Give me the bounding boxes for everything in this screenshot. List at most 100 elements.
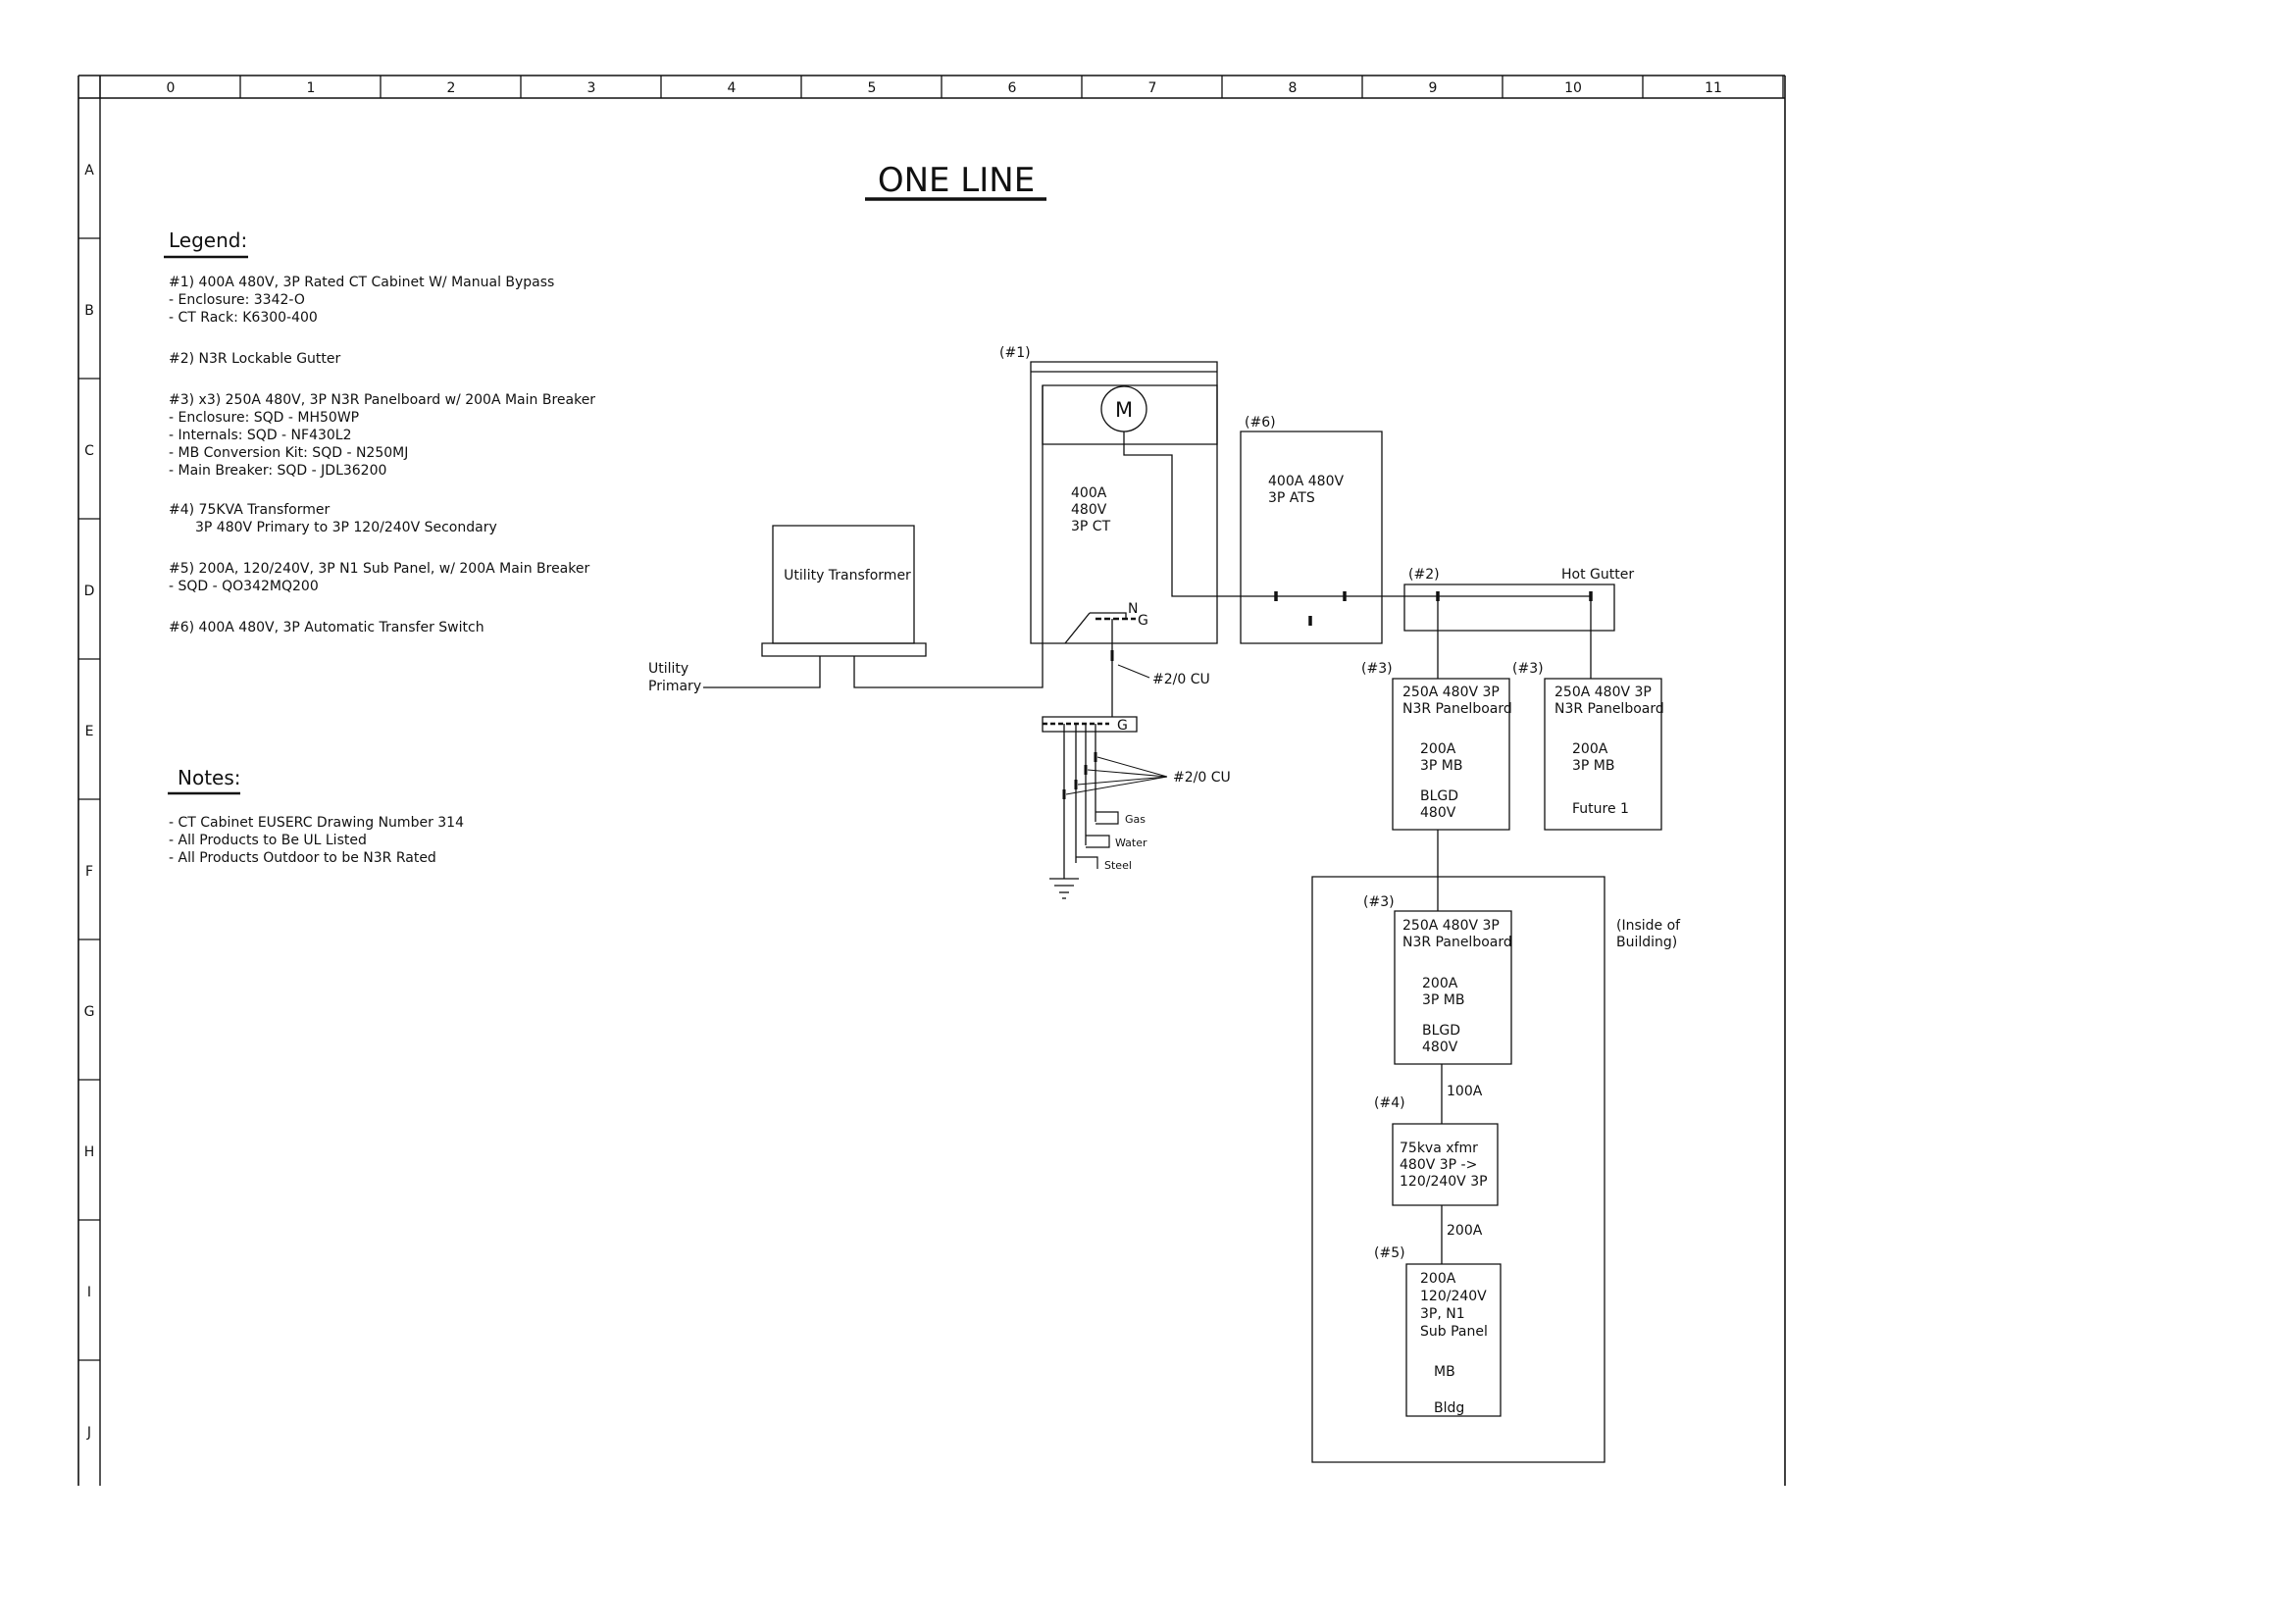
ct-cabinet: (#1) M 400A 480V 3P CT N G #2/0 CU bbox=[999, 345, 1434, 717]
subpanel-rating: 200A bbox=[1420, 1271, 1456, 1287]
column-label: 1 bbox=[307, 80, 316, 96]
column-label: 11 bbox=[1705, 80, 1722, 96]
utility-transformer-label: Utility Transformer bbox=[784, 568, 911, 584]
column-label: 4 bbox=[728, 80, 737, 96]
panel-rating: N3R Panelboard bbox=[1402, 701, 1512, 717]
legend-line: #5) 200A, 120/240V, 3P N1 Sub Panel, w/ … bbox=[169, 561, 589, 577]
ct-cabinet-rating: 480V bbox=[1071, 502, 1107, 518]
panel-rating: 250A 480V 3P bbox=[1402, 685, 1500, 700]
transformer-tag: (#4) bbox=[1374, 1095, 1405, 1111]
panelboard-outdoor-blgd: (#3) 250A 480V 3P N3R Panelboard 200A 3P… bbox=[1361, 661, 1512, 911]
grounding-electrode-system: G #2/0 CU Gas Water Steel bbox=[1043, 717, 1231, 898]
legend-line: - MB Conversion Kit: SQD - N250MJ bbox=[169, 445, 408, 461]
ct-cabinet-enclosure bbox=[1031, 362, 1217, 643]
frame-row-labels: A B C D E F G H I J bbox=[84, 163, 95, 1441]
main-breaker-rating: 3P MB bbox=[1422, 992, 1464, 1008]
main-breaker-rating: 200A bbox=[1422, 976, 1458, 991]
column-label: 0 bbox=[167, 80, 176, 96]
grounding-conductor-label: #2/0 CU bbox=[1152, 672, 1210, 687]
utility-secondary-conductor bbox=[854, 385, 1043, 687]
main-breaker-rating: 3P MB bbox=[1572, 758, 1614, 774]
row-label: H bbox=[84, 1144, 95, 1160]
drawing-title: ONE LINE bbox=[878, 161, 1035, 200]
ground-bar-label: G bbox=[1117, 718, 1128, 734]
legend-line: - CT Rack: K6300-400 bbox=[169, 310, 318, 326]
ats-rating: 400A 480V bbox=[1268, 474, 1344, 489]
ats-rating: 3P ATS bbox=[1268, 490, 1315, 506]
subpanel-rating: Sub Panel bbox=[1420, 1324, 1488, 1340]
legend-line: #6) 400A 480V, 3P Automatic Transfer Swi… bbox=[169, 620, 484, 635]
legend: Legend: #1) 400A 480V, 3P Rated CT Cabin… bbox=[164, 228, 595, 635]
row-label: C bbox=[84, 443, 94, 459]
hot-gutter: (#2) Hot Gutter bbox=[1404, 567, 1634, 679]
row-label: A bbox=[84, 163, 94, 178]
panelboard-box bbox=[1393, 679, 1509, 830]
steel-electrode bbox=[1076, 857, 1097, 869]
electrode-label: Steel bbox=[1104, 859, 1132, 872]
utility-transformer-pad bbox=[762, 643, 926, 656]
frame-column-dividers bbox=[100, 76, 1783, 98]
legend-line: #3) x3) 250A 480V, 3P N3R Panelboard w/ … bbox=[169, 392, 595, 408]
utility-primary-label: Primary bbox=[648, 679, 701, 694]
notes-line: - CT Cabinet EUSERC Drawing Number 314 bbox=[169, 815, 464, 831]
neutral-bar-bracket bbox=[1090, 613, 1126, 619]
electrode-label: Water bbox=[1115, 837, 1147, 849]
legend-line: - SQD - QO342MQ200 bbox=[169, 579, 319, 594]
leader-line bbox=[1078, 777, 1167, 785]
subpanel-load: Bldg bbox=[1434, 1400, 1464, 1416]
column-label: 10 bbox=[1564, 80, 1582, 96]
utility-primary-label: Utility bbox=[648, 661, 688, 677]
subpanel-main-breaker: MB bbox=[1434, 1364, 1455, 1380]
panel-load: 480V bbox=[1422, 1040, 1458, 1055]
utility-service: Utility Primary Utility Transformer bbox=[648, 385, 1043, 694]
drawing-frame bbox=[78, 76, 1785, 1486]
column-label: 2 bbox=[447, 80, 456, 96]
leader-line bbox=[1118, 665, 1149, 678]
column-label: 7 bbox=[1148, 80, 1157, 96]
panel-rating: N3R Panelboard bbox=[1554, 701, 1664, 717]
legend-line: #4) 75KVA Transformer bbox=[169, 502, 331, 518]
feeder-rating: 100A bbox=[1447, 1084, 1483, 1099]
legend-heading: Legend: bbox=[169, 228, 247, 252]
subpanel-rating: 3P, N1 bbox=[1420, 1306, 1465, 1322]
gutter-tag: (#2) bbox=[1408, 567, 1440, 583]
subpanel-rating: 120/240V bbox=[1420, 1289, 1487, 1304]
row-label: E bbox=[85, 724, 94, 739]
row-label: J bbox=[86, 1425, 91, 1441]
building-interior: (Inside of Building) (#3) 250A 480V 3P N… bbox=[1312, 877, 1681, 1462]
transformer-rating: 75kva xfmr bbox=[1400, 1141, 1478, 1156]
legend-line: #1) 400A 480V, 3P Rated CT Cabinet W/ Ma… bbox=[169, 275, 554, 290]
leader-line bbox=[1088, 770, 1167, 777]
legend-line: - Enclosure: 3342-O bbox=[169, 292, 305, 308]
panel-tag: (#3) bbox=[1363, 894, 1395, 910]
automatic-transfer-switch: (#6) 400A 480V 3P ATS bbox=[1241, 415, 1382, 643]
utility-primary-conductor bbox=[703, 656, 820, 687]
notes-line: - All Products Outdoor to be N3R Rated bbox=[169, 850, 436, 866]
notes: Notes: - CT Cabinet EUSERC Drawing Numbe… bbox=[168, 766, 464, 866]
meter-to-gutter-conductor bbox=[1124, 431, 1434, 596]
notes-line: - All Products to Be UL Listed bbox=[169, 833, 367, 848]
transformer-rating: 480V 3P -> bbox=[1400, 1157, 1477, 1173]
panel-load: BLGD bbox=[1422, 1023, 1460, 1039]
ground-label: G bbox=[1138, 613, 1148, 629]
panelboard-outdoor-future: (#3) 250A 480V 3P N3R Panelboard 200A 3P… bbox=[1512, 661, 1664, 830]
neutral-label: N bbox=[1128, 601, 1138, 617]
ats-tag: (#6) bbox=[1245, 415, 1276, 431]
meter-label: M bbox=[1115, 398, 1133, 422]
panel-rating: N3R Panelboard bbox=[1402, 935, 1512, 950]
panelboard-box bbox=[1545, 679, 1661, 830]
frame-row-dividers bbox=[78, 238, 100, 1360]
leader-line bbox=[1097, 757, 1167, 777]
gutter-enclosure bbox=[1404, 584, 1614, 631]
main-breaker-rating: 200A bbox=[1420, 741, 1456, 757]
panel-rating: 250A 480V 3P bbox=[1554, 685, 1652, 700]
ct-cabinet-tag: (#1) bbox=[999, 345, 1031, 361]
legend-line: - Internals: SQD - NF430L2 bbox=[169, 428, 352, 443]
panel-load: 480V bbox=[1420, 805, 1456, 821]
row-label: D bbox=[84, 584, 95, 599]
water-electrode bbox=[1086, 836, 1109, 847]
legend-line: 3P 480V Primary to 3P 120/240V Secondary bbox=[195, 520, 497, 535]
panel-tag: (#3) bbox=[1512, 661, 1544, 677]
ct-cabinet-rating: 400A bbox=[1071, 485, 1107, 501]
